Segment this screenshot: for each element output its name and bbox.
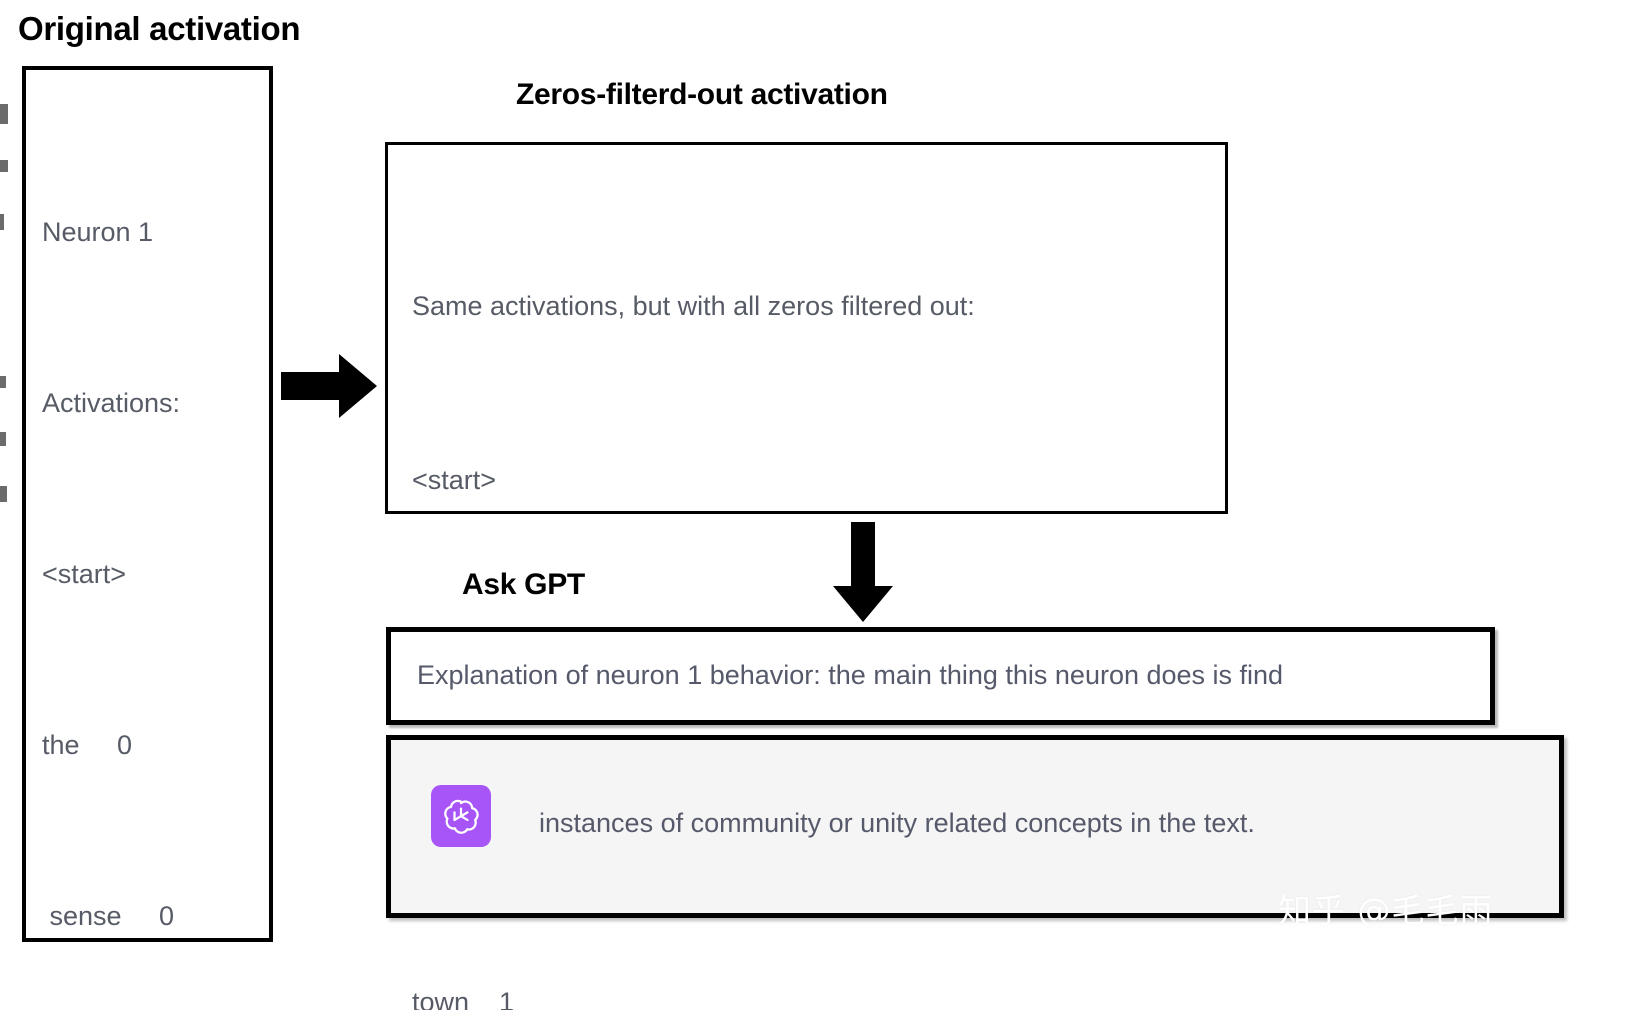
- activation-row: Neuron 1: [42, 217, 154, 247]
- edge-artifact: [0, 214, 4, 230]
- explanation-prompt-box: Explanation of neuron 1 behavior: the ma…: [386, 627, 1495, 725]
- activation-row: <start>: [42, 559, 127, 589]
- activation-row: Activations:: [42, 388, 181, 418]
- original-activation-list: Neuron 1 Activations: <start> the 0 sens…: [42, 90, 265, 1010]
- edge-artifact: [0, 432, 6, 446]
- heading-ask-gpt: Ask GPT: [462, 568, 585, 601]
- watermark: 知乎 @毛毛雨: [1278, 891, 1494, 930]
- edge-artifact: [0, 160, 8, 172]
- chatgpt-logo-icon: [431, 785, 491, 847]
- arrow-down-icon: [833, 522, 893, 622]
- activation-row: the 0: [42, 730, 133, 760]
- activation-row: Same activations, but with all zeros fil…: [412, 291, 975, 321]
- activation-row: <start>: [412, 465, 497, 495]
- edge-artifact: [0, 486, 7, 502]
- gpt-answer-text: instances of community or unity related …: [539, 808, 1255, 838]
- activation-row: town 1: [412, 987, 515, 1010]
- explanation-prompt-text: Explanation of neuron 1 behavior: the ma…: [417, 660, 1284, 690]
- original-activation-box: Neuron 1 Activations: <start> the 0 sens…: [22, 66, 273, 942]
- edge-artifact: [0, 376, 6, 388]
- activation-row: sense 0: [42, 901, 175, 931]
- edge-artifact: [0, 104, 8, 124]
- zeros-filtered-box: Same activations, but with all zeros fil…: [385, 142, 1228, 1010]
- heading-original-activation: Original activation: [18, 10, 301, 47]
- heading-zeros-filtered-activation: Zeros-filterd-out activation: [516, 78, 888, 111]
- gpt-answer-box: instances of community or unity related …: [386, 735, 1564, 918]
- arrow-right-icon: [281, 354, 377, 418]
